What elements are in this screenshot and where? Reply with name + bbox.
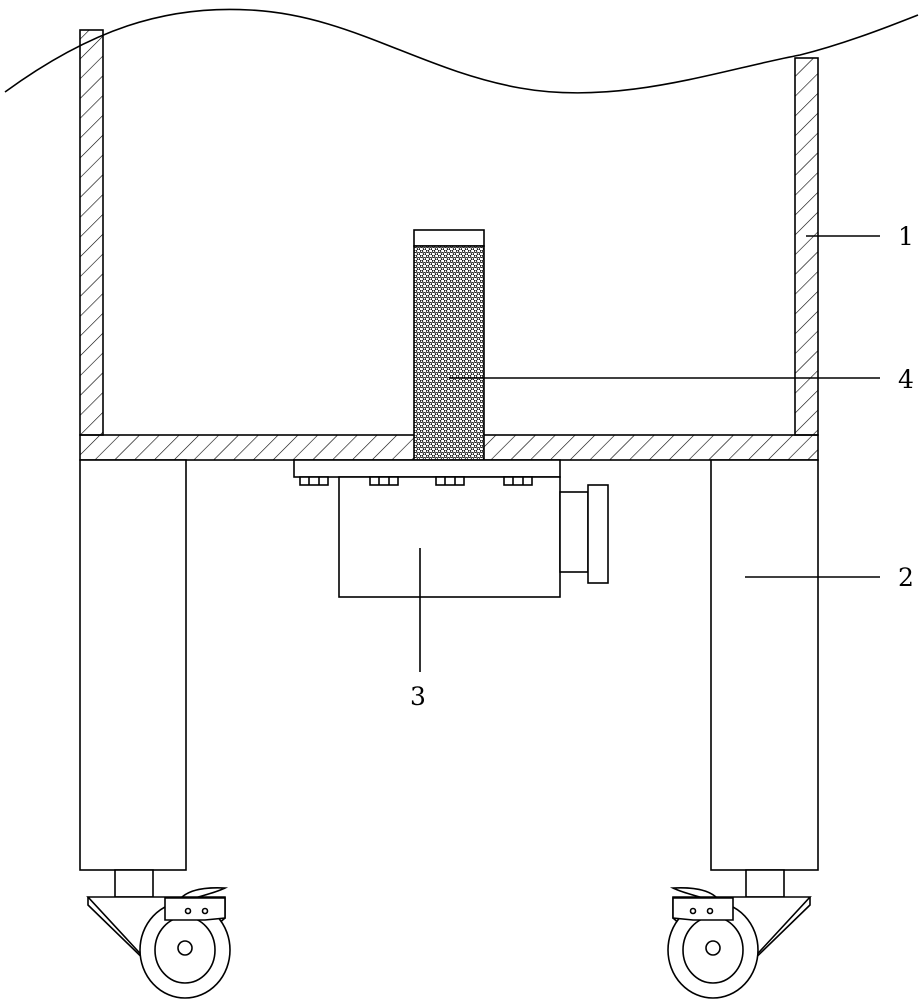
filter-mesh — [413, 245, 485, 461]
motor-end — [587, 484, 609, 584]
motor-cap — [559, 491, 589, 573]
filter-cap — [413, 229, 485, 247]
callout-3: 3 — [410, 682, 426, 711]
break-line — [4, 8, 919, 94]
tank-left-wall — [79, 29, 104, 436]
motor-unit — [293, 459, 609, 598]
left-caster — [86, 887, 231, 999]
right-caster — [667, 887, 812, 999]
left-leg — [79, 459, 187, 898]
callout-2: 2 — [898, 563, 914, 592]
right-leg — [710, 459, 819, 898]
callout-1: 1 — [898, 222, 914, 251]
mount-plate — [293, 459, 561, 478]
callout-4: 4 — [898, 365, 914, 394]
motor-body — [338, 476, 561, 598]
filter-column — [413, 229, 485, 461]
bolt-nuts — [299, 476, 533, 486]
